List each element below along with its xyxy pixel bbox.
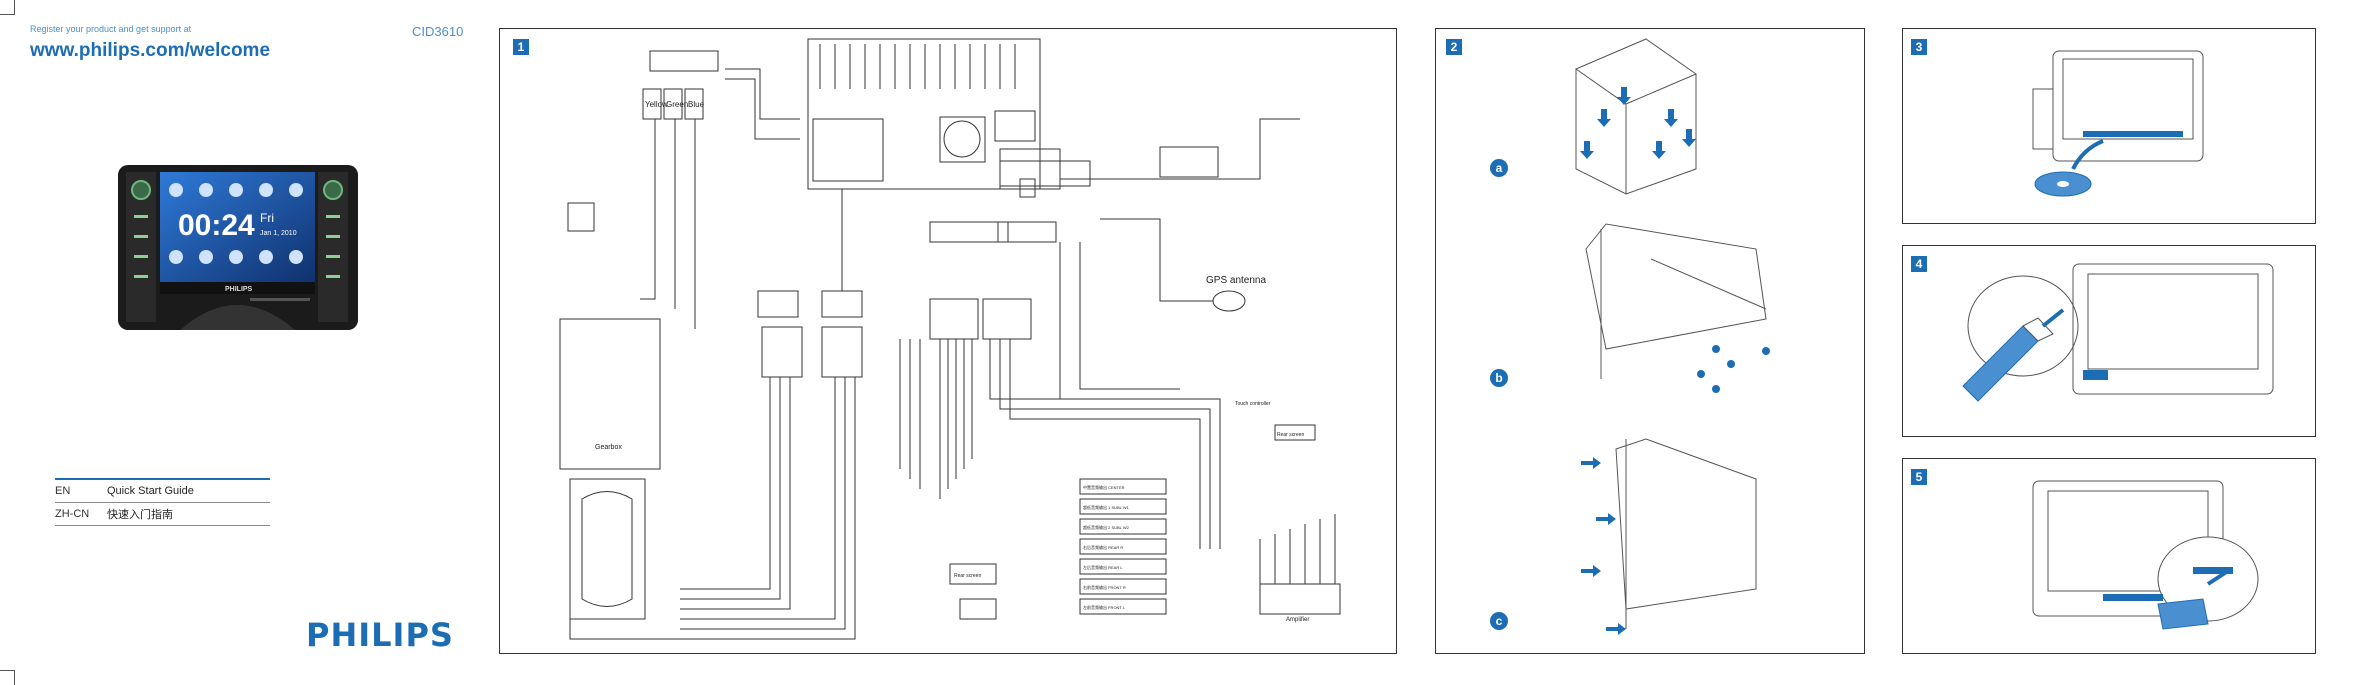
language-row: EN Quick Start Guide xyxy=(55,478,270,503)
language-title: Quick Start Guide xyxy=(107,485,194,497)
gearbox-label: Gearbox xyxy=(595,444,622,451)
panel-usb: 4 xyxy=(1902,245,2316,437)
rear-screen-label-2: Rear screen xyxy=(954,573,981,579)
rear-screen-label: Rear screen xyxy=(1277,432,1304,438)
crop-mark xyxy=(0,670,15,685)
panel-number: 2 xyxy=(1446,39,1462,55)
panel-number: 3 xyxy=(1911,39,1927,55)
screen-day: Fri xyxy=(260,211,274,225)
amp-output-label: 超低音频输出 2 SUBL W2 xyxy=(1083,524,1130,530)
language-code: ZH-CN xyxy=(55,508,90,520)
amp-output-label: 中置音频输出 CENTER xyxy=(1083,484,1125,490)
amp-output-label: 左后音频输出 REAR L xyxy=(1083,564,1123,570)
sd-insert-illustration xyxy=(2032,480,2259,630)
philips-logo: PHILIPS xyxy=(306,616,454,654)
model-number: CID3610 xyxy=(412,24,464,39)
step-c-badge: c xyxy=(1490,612,1508,630)
website-link[interactable]: www.philips.com/welcome xyxy=(30,40,271,61)
screen-brand: PHILIPS xyxy=(225,286,253,293)
step-b-badge: b xyxy=(1490,369,1508,387)
panel-disc: 3 xyxy=(1902,28,2316,224)
language-row: ZH-CN 快速入门指南 xyxy=(55,503,270,526)
wire-label-blue: Blue xyxy=(688,100,705,109)
disc-insert-illustration xyxy=(2032,50,2204,197)
step-a-badge: a xyxy=(1490,159,1508,177)
panel-sd: 5 xyxy=(1902,458,2316,654)
register-text: Register your product and get support at xyxy=(30,24,192,34)
panel-wiring: 1 xyxy=(499,28,1397,654)
amplifier-label: Amplifier xyxy=(1286,617,1309,623)
wiring-diagram: Yellow Green Blue GPS antenna Gearbox To… xyxy=(559,38,1341,640)
wire-label-green: Green xyxy=(666,100,688,109)
language-code: EN xyxy=(55,485,71,497)
screen-time: 00:24 xyxy=(178,209,255,242)
head-unit-image: 00:24 Fri Jan 1, 2010 PHILIPS xyxy=(118,165,358,330)
panel-mounting: 2 a b c xyxy=(1435,28,1865,654)
mounting-illustration xyxy=(1574,38,1770,635)
panel-number: 5 xyxy=(1911,469,1927,485)
amp-output-label: 右后音频输出 REAR R xyxy=(1083,544,1123,550)
crop-mark xyxy=(0,0,15,15)
amp-output-label: 左前音频输出 FRONT L xyxy=(1083,604,1126,610)
amp-output-label: 超低音频输出 1 SUBL W1 xyxy=(1083,504,1130,510)
panel-number: 4 xyxy=(1911,256,1927,272)
touch-controller-label: Touch controller xyxy=(1235,401,1271,407)
gps-antenna-label: GPS antenna xyxy=(1206,275,1266,286)
language-table: EN Quick Start Guide ZH-CN 快速入门指南 xyxy=(55,478,270,526)
amp-output-label: 右前音频输出 FRONT R xyxy=(1083,584,1126,590)
usb-insert-illustration xyxy=(1962,263,2274,402)
screen-date: Jan 1, 2010 xyxy=(260,230,297,237)
language-title: 快速入门指南 xyxy=(107,509,173,521)
panel-number: 1 xyxy=(513,39,529,55)
wire-label-yellow: Yellow xyxy=(645,100,668,109)
